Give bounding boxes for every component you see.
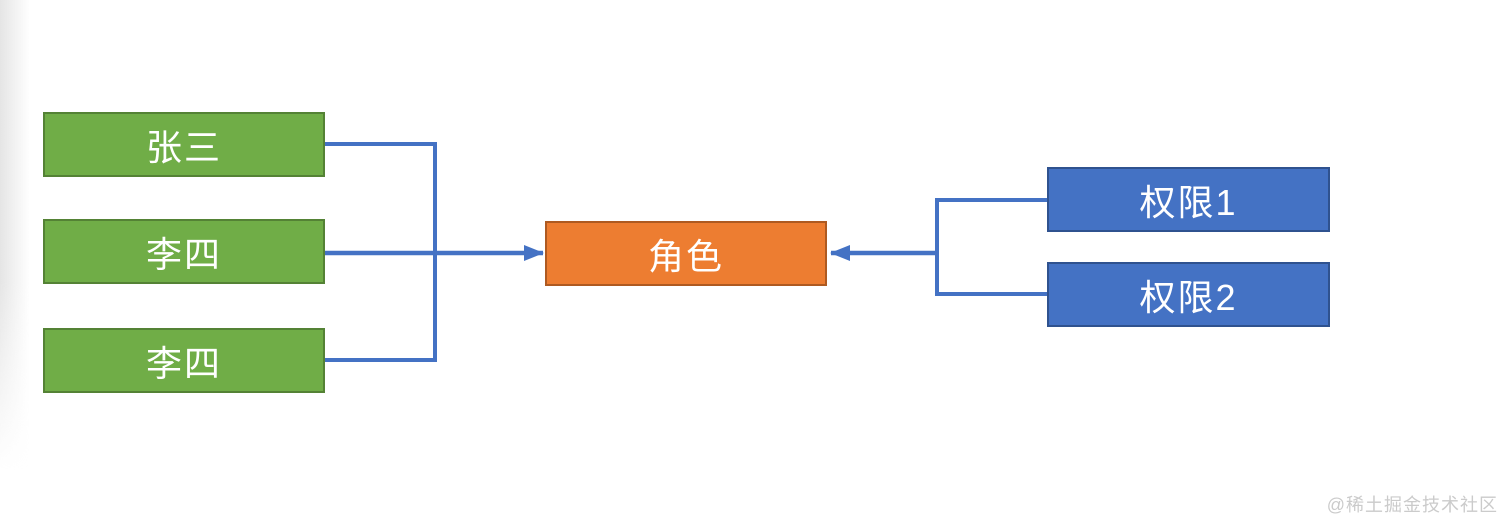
user-node-label: 李四 bbox=[145, 233, 222, 275]
user-node-zhangsan: 张三 bbox=[43, 112, 325, 177]
watermark: @稀土掘金技术社区 bbox=[1326, 495, 1498, 515]
user-node-label: 张三 bbox=[145, 126, 222, 168]
permission-node-1: 权限1 bbox=[1047, 167, 1330, 232]
permissions-elbow-connector bbox=[935, 198, 1047, 296]
user-node-lisi-2: 李四 bbox=[43, 328, 325, 393]
role-node-label: 角色 bbox=[647, 235, 724, 277]
user-node-label: 李四 bbox=[145, 342, 222, 384]
permission-node-label: 权限2 bbox=[1139, 276, 1238, 318]
user-node-lisi-1: 李四 bbox=[43, 219, 325, 284]
permission-node-label: 权限1 bbox=[1139, 181, 1238, 223]
role-node: 角色 bbox=[545, 221, 827, 286]
permission-node-2: 权限2 bbox=[1047, 262, 1330, 327]
